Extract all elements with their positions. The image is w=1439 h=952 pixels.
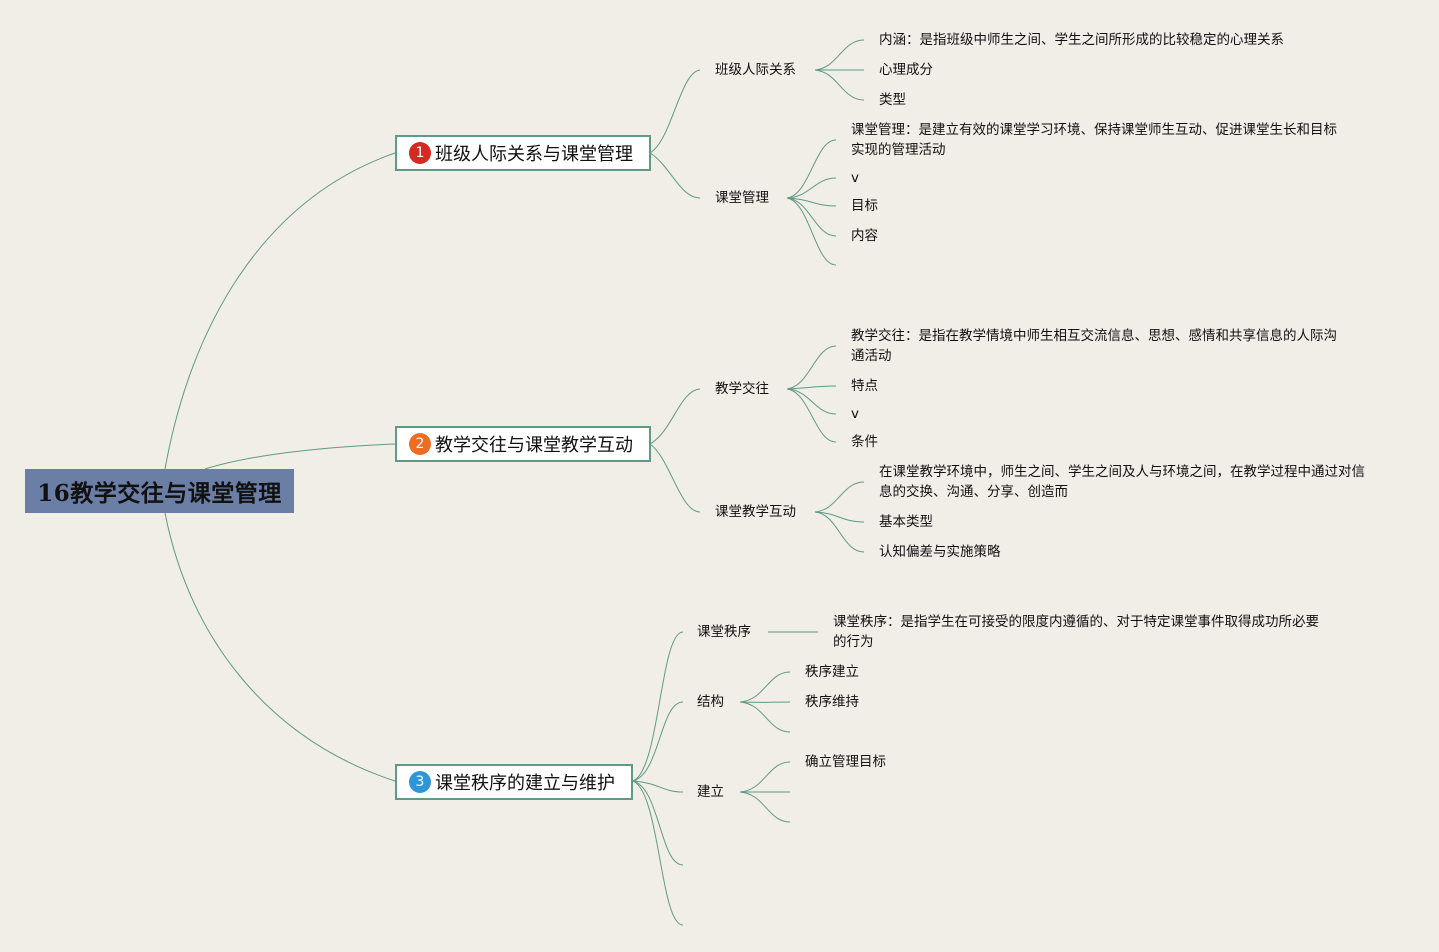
link-c32-l1 <box>739 671 791 703</box>
link-c21-l3 <box>786 388 837 415</box>
link-b2-c2 <box>649 443 701 513</box>
link-c12-l5 <box>786 197 837 266</box>
main-topic-1[interactable]: 1 班级人际关系与课堂管理 <box>395 135 651 171</box>
link-b3-c1 <box>632 631 684 782</box>
subtopic-1-2[interactable]: 课堂管理 <box>715 190 769 206</box>
link-c33-l3 <box>739 791 791 823</box>
link-b3-c4 <box>632 780 684 866</box>
link-c12-l4 <box>786 197 837 237</box>
number-2-icon: 2 <box>409 433 431 455</box>
leaf-1-1-1[interactable]: 内涵：是指班级中师生之间、学生之间所形成的比较稳定的心理关系 <box>879 32 1284 48</box>
leaf-1-2-2[interactable]: v <box>851 170 859 186</box>
leaf-1-2-3[interactable]: 目标 <box>851 198 878 214</box>
leaf-2-1-2[interactable]: 特点 <box>851 378 878 394</box>
link-b1-c2 <box>649 152 701 199</box>
subtopic-2-2[interactable]: 课堂教学互动 <box>715 504 796 520</box>
link-c32-l3 <box>739 701 791 733</box>
root-topic[interactable]: 16教学交往与课堂管理 <box>25 469 294 513</box>
root-topic-label: 16教学交往与课堂管理 <box>37 480 282 507</box>
link-b3-c3 <box>632 780 684 793</box>
leaf-2-2-3[interactable]: 认知偏差与实施策略 <box>879 544 1001 560</box>
link-c12-l3 <box>786 197 837 207</box>
link-b3-c2 <box>632 701 684 782</box>
main-topic-label: 教学交往与课堂教学互动 <box>435 435 633 456</box>
leaf-1-1-3[interactable]: 类型 <box>879 92 906 108</box>
leaf-1-2-1[interactable]: 课堂管理：是建立有效的课堂学习环境、保持课堂师生互动、促进课堂生长和目标实现的管… <box>851 122 1337 158</box>
leaf-3-3-1[interactable]: 确立管理目标 <box>805 754 886 770</box>
link-c22-l3 <box>814 511 865 553</box>
main-topic-label: 班级人际关系与课堂管理 <box>435 144 633 165</box>
subtopic-1-1[interactable]: 班级人际关系 <box>715 62 796 78</box>
link-c12-l2 <box>786 177 837 199</box>
subtopic-3-1[interactable]: 课堂秩序 <box>697 624 751 640</box>
main-topic-label: 课堂秩序的建立与维护 <box>435 773 615 794</box>
link-c33-l1 <box>739 761 791 793</box>
subtopic-2-1[interactable]: 教学交往 <box>715 381 769 397</box>
subtopic-3-2[interactable]: 结构 <box>697 694 724 710</box>
link-b1-c1 <box>649 69 701 154</box>
link-c22-l1 <box>814 481 865 513</box>
link-c22-l2 <box>814 511 865 523</box>
link-c12-l1 <box>786 139 837 199</box>
link-c11-l1 <box>814 39 865 71</box>
link-c21-l4 <box>786 388 837 443</box>
leaf-2-1-4[interactable]: 条件 <box>851 434 878 450</box>
link-root-b2 <box>204 443 396 470</box>
link-b3-c5 <box>632 780 684 926</box>
leaf-3-2-2[interactable]: 秩序维持 <box>805 694 859 710</box>
leaf-2-2-1[interactable]: 在课堂教学环境中，师生之间、学生之间及人与环境之间，在教学过程中通过对信息的交换… <box>879 464 1365 500</box>
main-topic-2[interactable]: 2 教学交往与课堂教学互动 <box>395 426 651 462</box>
main-topic-3[interactable]: 3 课堂秩序的建立与维护 <box>395 764 633 800</box>
leaf-2-1-3[interactable]: v <box>851 406 859 422</box>
number-1-icon: 1 <box>409 142 431 164</box>
link-root-b3 <box>164 512 396 782</box>
link-c21-l2 <box>786 385 837 390</box>
leaf-2-2-2[interactable]: 基本类型 <box>879 514 933 530</box>
leaf-3-2-1[interactable]: 秩序建立 <box>805 664 859 680</box>
link-b2-c1 <box>649 388 701 445</box>
number-3-icon: 3 <box>409 771 431 793</box>
leaf-2-1-1[interactable]: 教学交往：是指在教学情境中师生相互交流信息、思想、感情和共享信息的人际沟通活动 <box>851 328 1337 364</box>
leaf-3-1-1[interactable]: 课堂秩序：是指学生在可接受的限度内遵循的、对于特定课堂事件取得成功所必要的行为 <box>833 614 1319 650</box>
leaf-1-2-4[interactable]: 内容 <box>851 228 878 244</box>
subtopic-3-3[interactable]: 建立 <box>697 784 724 800</box>
link-root-b1 <box>164 152 396 470</box>
link-c21-l1 <box>786 345 837 390</box>
leaf-1-1-2[interactable]: 心理成分 <box>879 62 933 78</box>
link-c11-l3 <box>814 69 865 101</box>
